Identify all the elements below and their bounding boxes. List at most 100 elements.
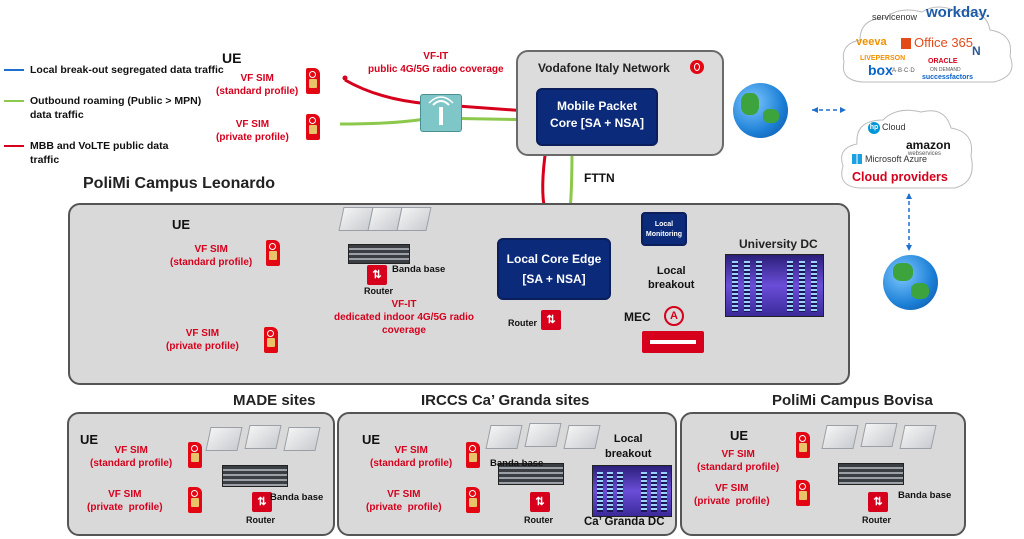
provider-servicenow: servicenow — [872, 12, 918, 22]
router-icon: ⇅ — [868, 492, 888, 512]
provider-abcd: A·B·C·D — [892, 68, 915, 74]
leonardo-sim-standard-label: VF SIM (standard profile) — [170, 244, 253, 268]
access-point-icon — [283, 427, 321, 451]
top-sim-standard-label: VF SIM (standard profile) — [216, 73, 299, 97]
provider-hp-cloud: Cloud — [882, 122, 906, 132]
provider-amazon: amazon — [906, 138, 951, 152]
sim-card-icon — [306, 68, 320, 94]
irccs-local-breakout-label: Local breakout — [605, 433, 652, 460]
access-point-icon — [485, 425, 523, 449]
made-router-label: Router — [246, 515, 275, 525]
office-365-icon — [901, 38, 911, 49]
top-ue-label: UE — [222, 50, 242, 66]
sim-card-icon — [466, 442, 480, 468]
access-point-icon — [205, 427, 243, 451]
provider-liveperson: LIVEPERSON — [860, 55, 906, 62]
globe-icon — [733, 83, 788, 138]
leonardo-banda-base-label: Banda base — [392, 264, 446, 275]
made-ue-label: UE — [80, 432, 99, 447]
leonardo-coverage-label: VF-IT dedicated indoor 4G/5G radio cover… — [334, 299, 475, 336]
provider-on-demand: ON DEMAND — [930, 67, 961, 73]
access-point-icon — [899, 425, 937, 449]
irccs-title: IRCCS Ca’ Granda sites — [421, 392, 590, 409]
bovisa-sim-standard-label: VF SIM (standard profile) — [697, 449, 780, 473]
ca-granda-dc-icon — [592, 465, 672, 517]
access-point-icon — [563, 425, 601, 449]
mec-app-icon: A — [664, 306, 684, 326]
sim-card-icon — [188, 487, 202, 513]
irccs-banda-base-label: Banda base — [490, 458, 544, 469]
bovisa-ue-label: UE — [730, 428, 749, 443]
router-icon: ⇅ — [541, 310, 561, 330]
made-sim-private-label: VF SIM (private profile) — [87, 489, 163, 513]
leonardo-router2-label: Router — [508, 318, 537, 328]
router-icon: ⇅ — [252, 492, 272, 512]
provider-box: box — [868, 62, 893, 78]
provider-oracle: ORACLE — [928, 58, 958, 65]
university-dc-icon — [725, 254, 824, 317]
router-icon: ⇅ — [530, 492, 550, 512]
n-logo-icon: N — [972, 44, 981, 58]
cloud-providers-label: Cloud providers — [852, 170, 948, 184]
provider-workday: workday. — [926, 4, 990, 21]
access-point-icon — [244, 425, 282, 449]
mec-server-icon — [642, 331, 704, 353]
made-sim-standard-label: VF SIM (standard profile) — [90, 445, 173, 469]
baseband-server-icon — [222, 465, 288, 487]
top-coverage-label: VF-IT public 4G/5G radio coverage — [368, 51, 504, 75]
provider-successfactors: successfactors — [922, 74, 973, 81]
leonardo-sim-private-label: VF SIM (private profile) — [166, 328, 239, 352]
sim-card-icon — [466, 487, 480, 513]
bovisa-router-label: Router — [862, 515, 891, 525]
leonardo-local-breakout-label: Local breakout — [648, 265, 695, 291]
irccs-ue-label: UE — [362, 432, 381, 447]
ca-granda-dc-label: Ca’ Granda DC — [584, 516, 665, 528]
legend-item-local-breakout: Local break-out segregated data traffic — [30, 64, 224, 76]
leonardo-title: PoliMi Campus Leonardo — [83, 175, 276, 192]
leonardo-ue-label: UE — [172, 217, 191, 232]
sim-card-icon — [796, 480, 810, 506]
baseband-server-icon — [498, 463, 564, 485]
made-banda-base-label: Banda base — [270, 492, 324, 503]
globe-icon — [883, 255, 938, 310]
bovisa-title: PoliMi Campus Bovisa — [772, 392, 933, 409]
irccs-sim-private-label: VF SIM (private profile) — [366, 489, 442, 513]
sim-card-icon — [796, 432, 810, 458]
top-sim-private-label: VF SIM (private profile) — [216, 119, 289, 143]
university-dc-label: University DC — [739, 237, 818, 251]
sim-card-icon — [306, 114, 320, 140]
leonardo-campus-box — [68, 203, 850, 385]
mobile-packet-core-node: Mobile Packet Core [SA + NSA] — [536, 88, 658, 146]
provider-veeva: veeva — [856, 36, 887, 48]
saas-cloud-icon — [842, 6, 1013, 83]
irccs-router-label: Router — [524, 515, 553, 525]
vodafone-logo-icon — [690, 60, 704, 74]
antenna-icon — [420, 94, 462, 132]
baseband-server-icon — [838, 463, 904, 485]
fttn-label: FTTN — [584, 171, 615, 185]
local-core-edge-node: Local Core Edge [SA + NSA] — [497, 238, 611, 300]
provider-azure: Microsoft Azure — [865, 154, 928, 164]
mec-label: MEC — [624, 310, 651, 324]
vodafone-network-title: Vodafone Italy Network — [538, 61, 670, 75]
baseband-server-icon — [348, 244, 410, 264]
provider-aws: webservices — [908, 151, 942, 157]
bovisa-banda-base-label: Banda base — [898, 490, 952, 501]
router-icon: ⇅ — [367, 265, 387, 285]
provider-office365: Office 365 — [914, 35, 974, 50]
legend-item-mbb-volte: MBB and VoLTE public data traffic — [30, 140, 169, 166]
access-point-icon — [860, 423, 898, 447]
local-monitoring-node: Local Monitoring — [641, 212, 687, 246]
irccs-sim-standard-label: VF SIM (standard profile) — [370, 445, 453, 469]
access-point-icon — [396, 207, 432, 231]
hp-logo-icon: hp — [868, 122, 880, 134]
sim-card-icon — [188, 442, 202, 468]
bovisa-campus-box — [680, 412, 966, 536]
bovisa-sim-private-label: VF SIM (private profile) — [694, 483, 770, 507]
leonardo-router-label: Router — [364, 286, 393, 296]
sim-card-icon — [266, 240, 280, 266]
access-point-icon — [821, 425, 859, 449]
sim-card-icon — [264, 327, 278, 353]
made-title: MADE sites — [233, 392, 316, 409]
windows-logo-icon — [852, 154, 862, 164]
